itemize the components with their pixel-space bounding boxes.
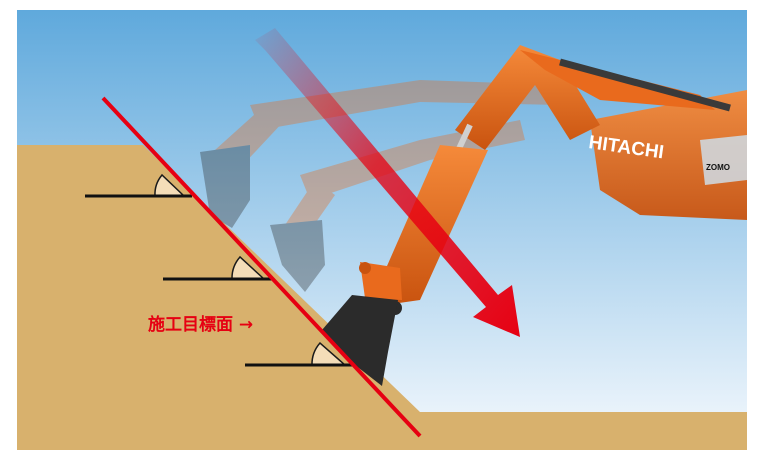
ghost-bucket-2: [270, 220, 325, 292]
ghost-boom-2: [300, 120, 525, 200]
boom-cylinder: [559, 58, 731, 112]
soil-slope: [17, 145, 747, 450]
bucket-link: [360, 262, 402, 300]
main-bucket: [322, 295, 398, 386]
ghost-bucket-1: [200, 145, 250, 228]
angle-markers: [154, 173, 347, 366]
cab-logo-text: ZOMO: [706, 163, 730, 172]
target-surface-line: [101, 96, 422, 438]
link-pin: [359, 262, 371, 274]
horizontal-reference-lines: [85, 194, 352, 367]
ghost-arm-2: [285, 180, 335, 238]
target-surface-label: 施工目標面 →: [148, 314, 253, 335]
movement-arrow: [255, 28, 520, 337]
excavator-body: HITACHI ZOMO: [587, 90, 747, 220]
ghost-arm-1: [215, 105, 285, 168]
